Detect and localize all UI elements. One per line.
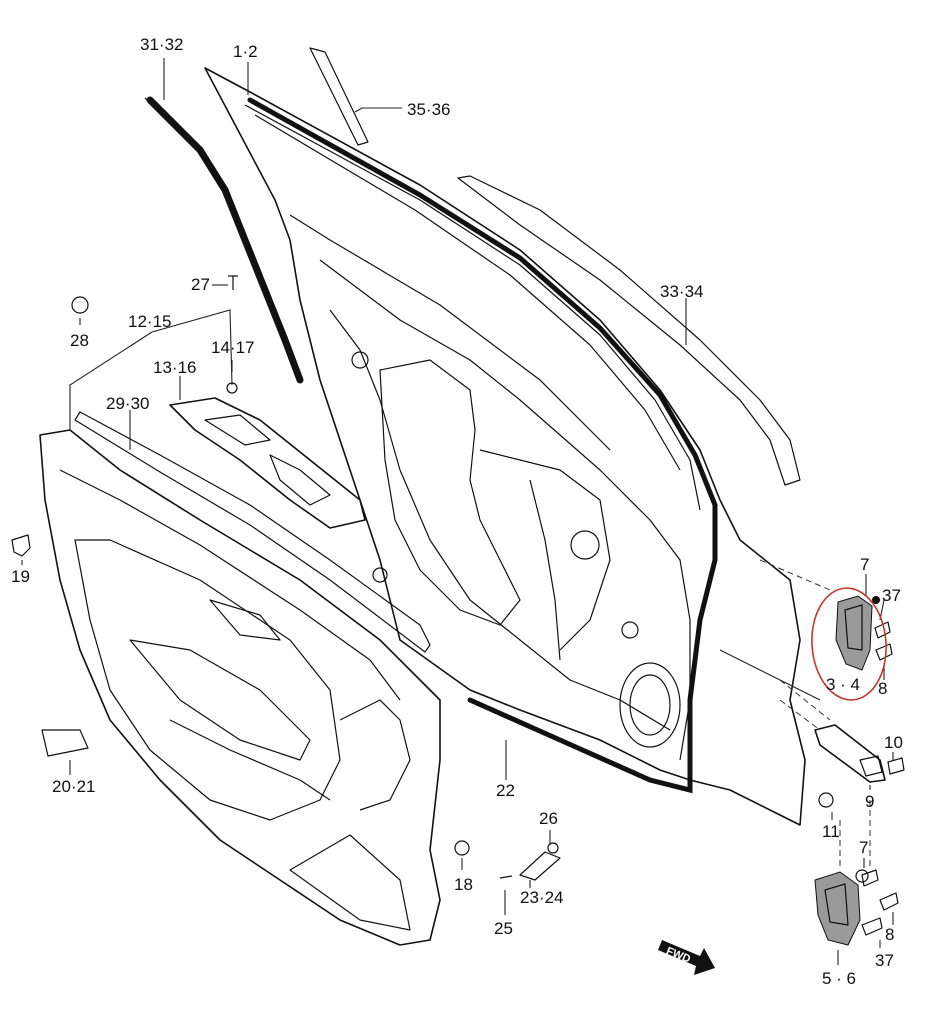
label-3-4: 3 · 4 [826,675,860,694]
switch-bezel [169,397,366,529]
label-37-bottom: 37 [875,951,894,970]
lower-hinge [814,869,899,946]
door-weatherstrip [144,96,304,384]
label-8-top: 8 [878,679,887,698]
label-14-17: 14·17 [211,338,254,357]
label-9: 9 [865,792,874,811]
upper-hinge [835,595,893,671]
door-check [814,724,905,783]
label-23-24: 23·24 [520,888,563,907]
outer-molding [309,47,369,146]
label-27: 27 [191,275,210,294]
label-19: 19 [11,567,30,586]
part-labels: 31·32 1·2 35·36 33·34 27 28 12·15 14·17 … [11,35,903,988]
label-12-15: 12·15 [128,312,171,331]
fwd-label: FWD [664,945,692,966]
label-33-34: 33·34 [660,282,703,301]
fasteners [11,275,869,883]
highlight-circle [811,587,887,701]
label-29-30: 29·30 [106,394,149,413]
label-37-top: 37 [882,586,901,605]
label-20-21: 20·21 [52,777,95,796]
belt-weatherstrip [74,411,431,653]
label-22: 22 [496,781,515,800]
fwd-arrow: FWD [658,940,715,975]
label-5-6: 5 · 6 [822,969,856,988]
label-28: 28 [70,331,89,350]
label-7-bottom: 7 [859,838,868,857]
label-10: 10 [884,733,903,752]
label-11: 11 [822,822,840,841]
door-trim-panel [39,429,441,946]
label-35-36: 35·36 [407,100,450,119]
label-1-2: 1·2 [233,42,258,61]
label-31-32: 31·32 [140,35,183,54]
label-18: 18 [454,875,473,894]
door-inner-panel [204,67,806,826]
label-7-top: 7 [860,555,869,574]
label-25: 25 [494,919,513,938]
door-sash-trim [457,175,801,486]
label-8-bottom: 8 [885,925,894,944]
label-13-16: 13·16 [153,358,196,377]
label-26: 26 [539,809,558,828]
